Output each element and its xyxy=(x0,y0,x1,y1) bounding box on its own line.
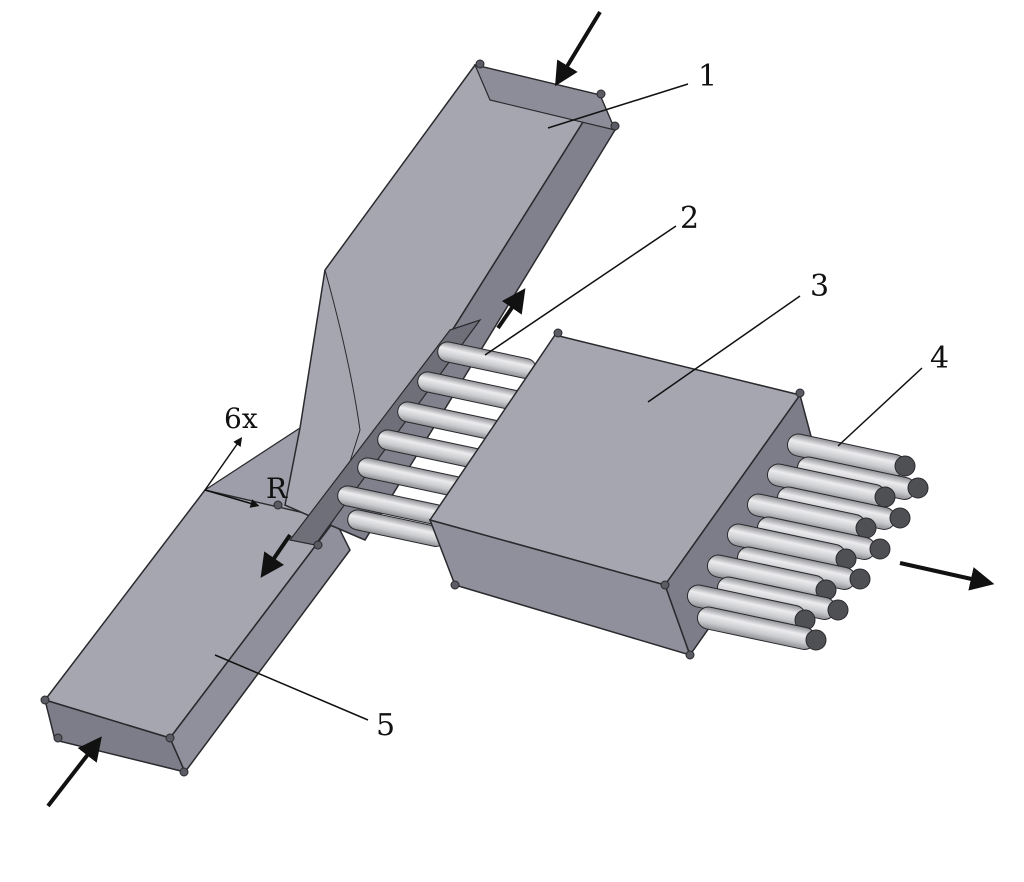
radius-label: R xyxy=(266,472,288,505)
tube-bundle-right xyxy=(686,433,929,651)
leader-line-2 xyxy=(484,225,677,356)
upper-duct-crease xyxy=(324,269,361,526)
bolt-icon xyxy=(40,695,50,705)
callout-5: 5 xyxy=(376,708,395,743)
callout-4: 4 xyxy=(930,341,949,376)
flow-arrow-icon xyxy=(46,736,102,808)
bolt-icon xyxy=(313,540,323,550)
bolt-icon xyxy=(660,580,670,590)
bolt-icon xyxy=(273,500,283,510)
bolt-icon xyxy=(165,733,175,743)
leader-line-4 xyxy=(837,367,923,447)
upper-duct xyxy=(284,64,617,546)
bolt-icon xyxy=(596,89,606,99)
flow-arrow-icon xyxy=(899,561,995,591)
tube xyxy=(786,433,916,477)
lower-duct-front-face xyxy=(169,518,351,774)
tube xyxy=(706,554,837,601)
tube-bundle-left xyxy=(337,341,537,547)
bolt-icon xyxy=(610,121,620,131)
flow-arrow-icon xyxy=(496,288,526,330)
callout-1: 1 xyxy=(698,59,717,94)
leader-line-5 xyxy=(214,654,369,721)
bolt-icon xyxy=(450,580,460,590)
bolt-icon xyxy=(685,650,695,660)
bolt-icon xyxy=(795,388,805,398)
callout-2: 2 xyxy=(680,201,699,236)
bolt-icon-group xyxy=(40,59,805,777)
flow-arrows xyxy=(46,10,995,808)
tube xyxy=(766,463,896,508)
leader-line-1 xyxy=(547,83,689,129)
bolt-icon xyxy=(53,733,63,743)
flow-arrow-icon xyxy=(260,533,292,578)
repeat-label: 6x xyxy=(224,402,258,435)
flow-arrow-icon xyxy=(555,10,602,87)
dimension-line xyxy=(204,489,260,508)
bolt-icon xyxy=(475,59,485,69)
callout-3: 3 xyxy=(810,269,829,304)
bolt-icon xyxy=(179,767,189,777)
tube xyxy=(686,584,816,631)
dimension-line xyxy=(204,437,243,491)
leader-line-3 xyxy=(647,295,801,403)
tube xyxy=(696,606,827,651)
dimension-annotation: 6x R xyxy=(204,402,288,508)
bolt-icon xyxy=(553,328,563,338)
callouts: 1 2 3 4 5 xyxy=(214,59,949,743)
